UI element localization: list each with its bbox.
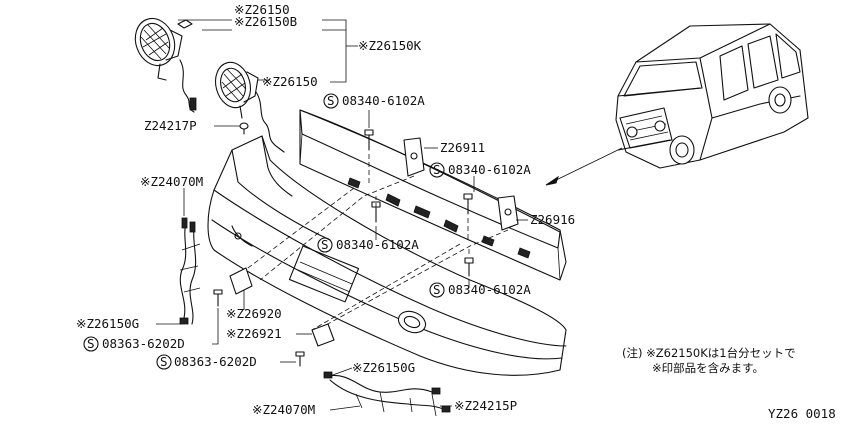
label-bracket-z26921: ※Z26921 <box>226 326 282 341</box>
svg-text:S: S <box>160 354 168 369</box>
harness-bottom <box>323 371 451 417</box>
note-line-2: ※印部品を含みます。 <box>652 361 764 375</box>
svg-text:S: S <box>321 237 329 252</box>
fog-lamp-1 <box>134 17 197 113</box>
label-fog-lamp-kit: ※Z26150K <box>358 38 422 53</box>
bracket-z26916 <box>497 195 519 231</box>
svg-text:S: S <box>433 162 441 177</box>
bracket-z26920 <box>229 267 253 295</box>
leader-lines <box>156 19 528 411</box>
label-harness-g-bottom: ※Z26150G <box>352 360 415 375</box>
svg-text:S: S <box>327 93 335 108</box>
label-harness-left: ※Z24070M <box>140 174 203 189</box>
label-bracket-z26911: Z26911 <box>440 140 485 155</box>
label-harness-bottom: ※Z24070M <box>252 402 315 417</box>
label-fog-lamp-1: ※Z26150 <box>234 2 290 17</box>
bracket-z26911 <box>403 137 425 177</box>
label-screw-left: 08363-6202D <box>102 336 185 351</box>
note-line-1: (注) ※Z62150Kは1台分セットで <box>622 346 796 360</box>
bracket-z26921 <box>311 323 335 347</box>
label-fog-lamp-2: ※Z26150 <box>262 74 318 89</box>
harness-left <box>179 217 201 325</box>
label-fog-lamp-bracket: ※Z26150B <box>234 14 297 29</box>
vehicle-pointer-arrow <box>545 147 623 186</box>
label-bolt-top: 08340-6102A <box>342 93 425 108</box>
standard-part-marker-letters: S S S S S S <box>87 93 441 369</box>
diagram-code: YZ26 0018 <box>768 406 836 421</box>
svg-text:S: S <box>87 336 95 351</box>
label-harness-z24215p: ※Z24215P <box>454 398 517 413</box>
front-bumper-fascia <box>207 135 567 376</box>
svg-text:S: S <box>433 282 441 297</box>
clip-part <box>239 122 249 135</box>
bumper-reinforcement <box>299 109 567 281</box>
label-bracket-z26920: ※Z26920 <box>226 306 282 321</box>
standard-part-markers <box>83 93 445 370</box>
label-bolt-center: 08340-6102A <box>336 237 419 252</box>
label-harness-g-left: ※Z26150G <box>76 316 139 331</box>
fog-lamp-2 <box>214 61 285 153</box>
label-clip: Z24217P <box>144 118 197 133</box>
label-bolt-lower-right: 08340-6102A <box>448 282 531 297</box>
label-screw-bottom: 08363-6202D <box>174 354 257 369</box>
vehicle-illustration <box>615 23 809 169</box>
assembly-guide-lines <box>239 154 509 331</box>
label-bracket-z26916: Z26916 <box>530 212 575 227</box>
label-bolt-mid-right: 08340-6102A <box>448 162 531 177</box>
